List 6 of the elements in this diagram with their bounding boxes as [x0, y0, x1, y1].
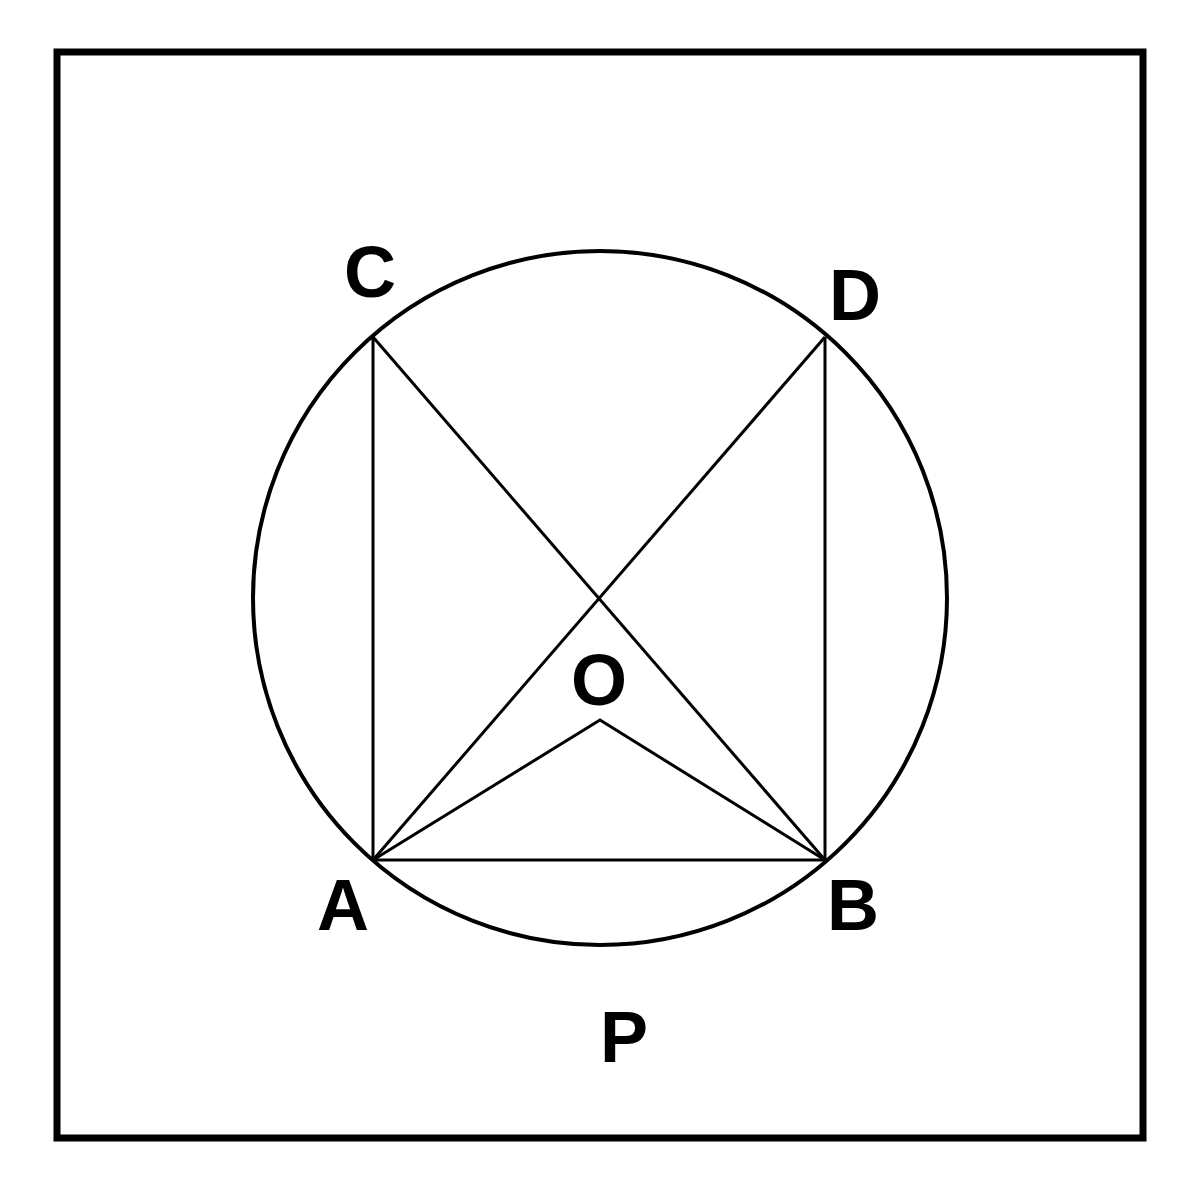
- point-label: D: [829, 259, 881, 331]
- point-label: B: [827, 869, 879, 941]
- point-label: C: [344, 236, 396, 308]
- point-label: P: [600, 1001, 648, 1073]
- point-label: A: [317, 869, 369, 941]
- point-label: O: [571, 644, 627, 716]
